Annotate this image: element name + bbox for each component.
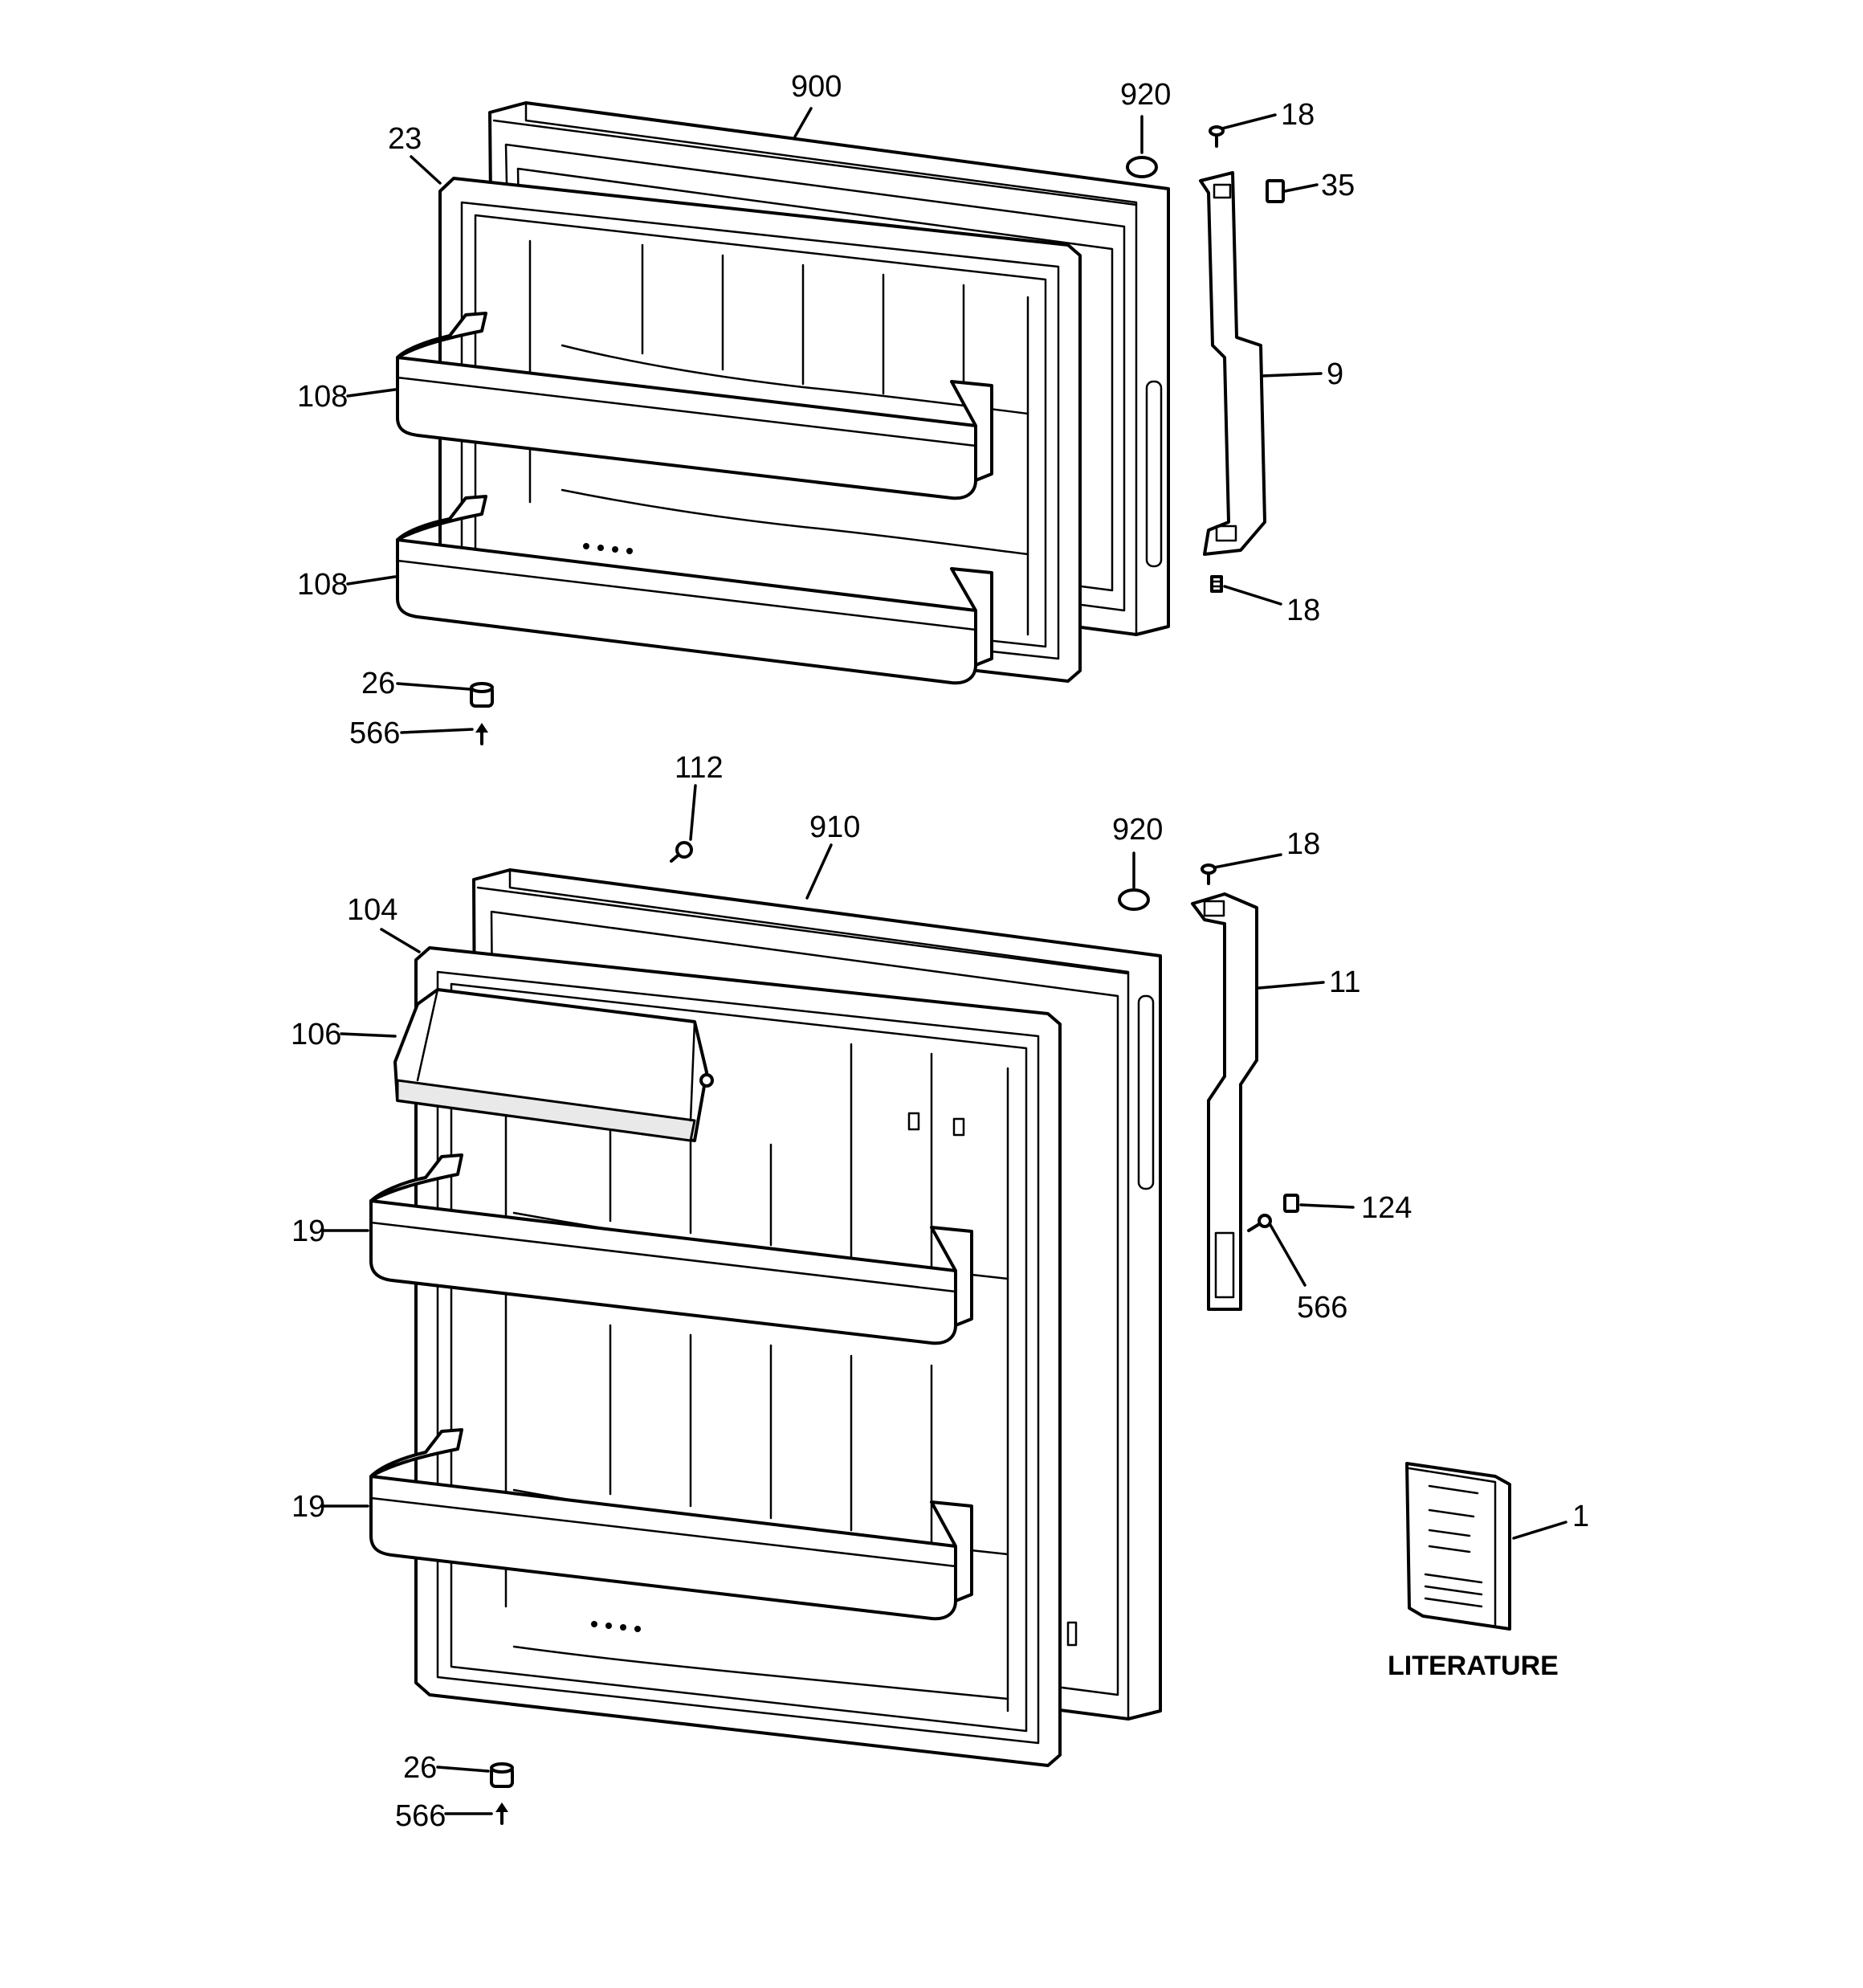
freezer-door-shelf-lower <box>396 495 993 685</box>
callout-112: 112 <box>675 751 724 785</box>
leader-lines <box>320 107 1567 1815</box>
callout-11: 11 <box>1329 965 1360 999</box>
clip-124 <box>1283 1194 1299 1213</box>
callout-18-lower: 18 <box>1286 827 1320 861</box>
callout-108-upper: 108 <box>297 380 348 414</box>
callout-124: 124 <box>1361 1191 1412 1225</box>
callout-9: 9 <box>1327 357 1343 391</box>
screw-18-lower-hinge <box>1201 863 1217 885</box>
callout-1: 1 <box>1572 1500 1589 1533</box>
callout-920-upper: 920 <box>1120 78 1171 112</box>
lower-hinge <box>1191 892 1258 1311</box>
callout-106: 106 <box>291 1018 341 1051</box>
screw-566-lower <box>495 1802 508 1825</box>
freezer-door-shelf-upper <box>396 312 993 500</box>
screw-112 <box>670 841 693 863</box>
plug-button-920-lower <box>1118 888 1150 911</box>
callout-566-upper: 566 <box>349 716 400 750</box>
stop-26-lower <box>490 1762 514 1788</box>
literature-label: LITERATURE <box>1388 1651 1559 1681</box>
callout-900: 900 <box>791 70 842 104</box>
callout-566-lower: 566 <box>395 1799 446 1833</box>
screw-18-top <box>1209 125 1225 148</box>
freezer-door-assembly <box>396 101 1285 745</box>
callout-26-upper: 26 <box>361 667 395 700</box>
callout-566-hinge: 566 <box>1297 1291 1347 1325</box>
freezer-small-parts <box>470 125 1285 745</box>
plug-button-920 <box>1126 156 1158 178</box>
callout-19-upper: 19 <box>291 1214 325 1248</box>
callout-108-lower: 108 <box>297 568 348 602</box>
callout-labels: 900 920 18 23 35 9 108 108 18 26 566 112… <box>291 70 1589 1833</box>
fresh-food-door-shelf-upper <box>369 1153 973 1345</box>
upper-hinge <box>1199 171 1266 556</box>
callout-18-upper-bottom: 18 <box>1286 594 1320 627</box>
fresh-food-small-parts <box>490 841 1299 1825</box>
screw-566-hinge <box>1247 1214 1272 1232</box>
stop-26-upper <box>470 682 494 708</box>
dairy-compartment-door <box>393 988 714 1142</box>
fresh-food-door-assembly <box>369 841 1299 1825</box>
screw-566-upper <box>475 723 488 745</box>
callout-910: 910 <box>809 810 860 844</box>
screw-18-bottom <box>1210 575 1223 593</box>
callout-18-upper-top: 18 <box>1281 98 1315 132</box>
callout-35: 35 <box>1321 169 1355 202</box>
literature-booklet <box>1405 1462 1511 1631</box>
callout-23: 23 <box>388 122 422 156</box>
clip-35 <box>1266 179 1285 203</box>
callout-19-lower: 19 <box>291 1490 325 1524</box>
callout-104: 104 <box>347 893 397 927</box>
callout-920-lower: 920 <box>1112 813 1163 847</box>
callout-26-lower: 26 <box>403 1751 437 1785</box>
fresh-food-door-shelf-lower <box>369 1428 973 1621</box>
